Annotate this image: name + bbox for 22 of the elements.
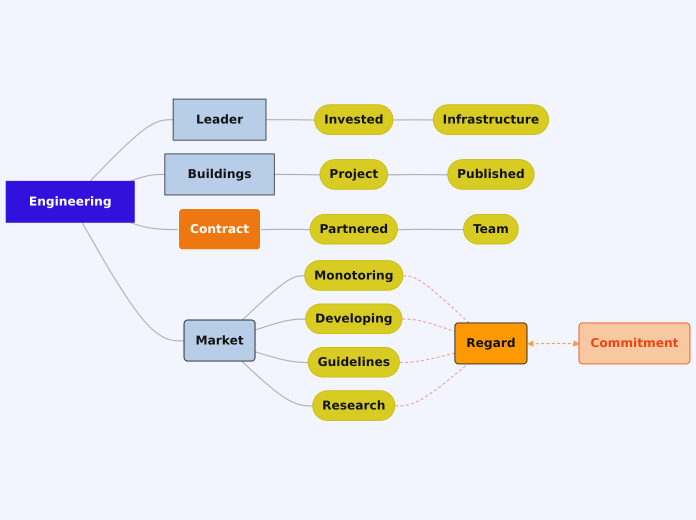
connector (82, 222, 184, 342)
connector (130, 222, 180, 230)
connector (395, 364, 468, 407)
connector (242, 275, 306, 321)
connector (242, 361, 314, 407)
node-box: Engineering (6, 181, 135, 223)
connector (398, 229, 464, 230)
connector (388, 174, 448, 176)
connector (266, 119, 316, 121)
connector (402, 318, 456, 332)
connector (274, 174, 320, 176)
arrow (527, 340, 580, 348)
node-box: Buildings (164, 154, 275, 196)
connector (400, 352, 456, 364)
connector (255, 352, 309, 364)
connector (403, 275, 470, 324)
connector (255, 318, 306, 331)
node-box: Leader (172, 98, 266, 141)
connector (260, 229, 310, 230)
connector (90, 119, 174, 182)
connector (393, 119, 434, 121)
connector (130, 174, 165, 182)
